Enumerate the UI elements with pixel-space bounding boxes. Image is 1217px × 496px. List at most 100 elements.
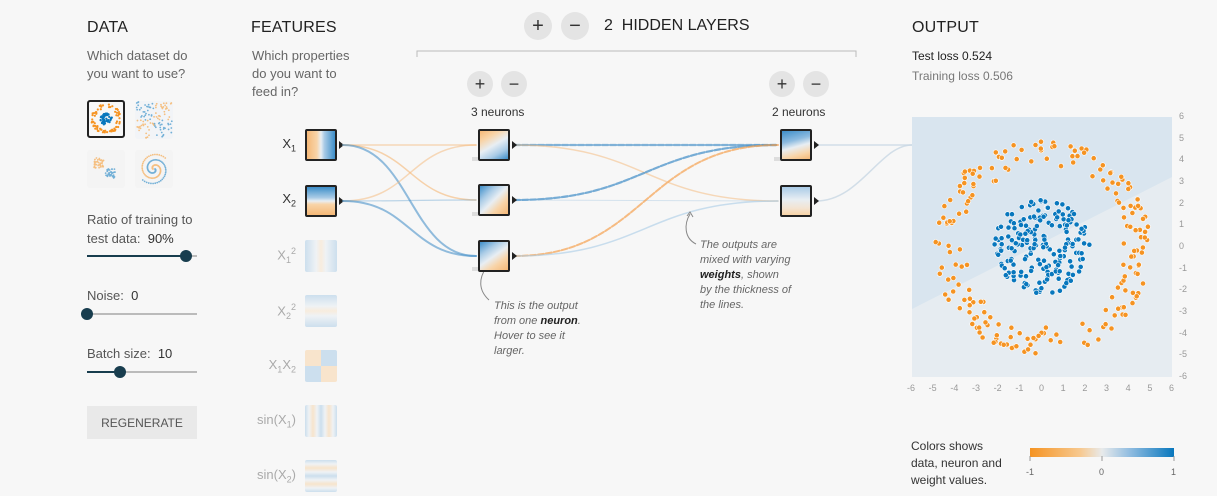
feature-x2-base: X [282, 191, 291, 206]
weights-annotation: The outputs are mixed with varying weigh… [700, 238, 791, 313]
thumbnail-dot [144, 104, 146, 106]
scatter-point-orange [1141, 234, 1148, 241]
scatter-point-blue [1028, 199, 1035, 205]
data-question-line1: Which dataset do [87, 48, 188, 63]
hidden-node-1-3[interactable] [478, 240, 510, 272]
feature-label-sin-x1: sin(X1) [236, 412, 296, 430]
scatter-point-blue [1041, 236, 1048, 243]
thumbnail-dot [160, 131, 163, 134]
regenerate-button[interactable]: REGENERATE [87, 406, 197, 439]
batch-slider-thumb[interactable] [114, 366, 126, 378]
scatter-point-orange [1107, 170, 1114, 176]
thumbnail-dot [147, 105, 149, 108]
scatter-point-orange [1016, 330, 1023, 337]
hidden-node-1-3-bias[interactable] [472, 267, 478, 271]
scatter-point-orange [956, 210, 962, 217]
weights-annotation-line4: by the thickness of [700, 284, 792, 296]
feature-node-x2[interactable] [305, 185, 337, 217]
scatter-point-orange [1047, 337, 1054, 344]
thumbnail-dot [101, 131, 105, 134]
thumbnail-dot [90, 121, 93, 124]
noise-slider-thumb[interactable] [81, 308, 93, 320]
weights-annotation-bold: weights [700, 269, 741, 281]
scatter-point-blue [1065, 205, 1071, 212]
scatter-point-orange [932, 239, 939, 245]
thumbnail-dot [163, 163, 165, 166]
thumbnail-dot [98, 166, 100, 169]
y-tick-label: 6 [1179, 111, 1185, 121]
scatter-point-orange [1018, 147, 1025, 153]
thumbnail-dot [164, 170, 167, 172]
hidden-node-1-1-bias[interactable] [472, 157, 478, 161]
thumbnail-dot [118, 112, 121, 116]
layer2-remove-neuron-button[interactable]: − [803, 71, 829, 97]
output-heatmap[interactable] [912, 117, 1172, 377]
scatter-point-orange [1138, 249, 1145, 256]
thumbnail-dot [108, 169, 111, 171]
add-layer-button[interactable]: + [524, 12, 552, 40]
thumbnail-dot [145, 181, 148, 184]
y-tick-label: -3 [1179, 306, 1188, 316]
scatter-point-blue [1035, 207, 1042, 214]
thumbnail-dot [115, 120, 119, 123]
dataset-circle-button[interactable] [87, 100, 125, 138]
thumbnail-dot [97, 161, 100, 164]
scatter-point-blue [1041, 257, 1047, 264]
scatter-point-blue [1005, 233, 1012, 240]
hidden-node-1-2-bias[interactable] [472, 212, 478, 216]
batch-slider-fill [87, 371, 120, 373]
scatter-point-blue [1055, 262, 1061, 268]
scatter-point-blue [1062, 244, 1068, 251]
hidden-node-2-1[interactable] [780, 129, 812, 161]
thumbnail-dot [138, 129, 141, 132]
x-tick-label: 3 [1104, 383, 1110, 393]
thumbnail-dot [145, 174, 147, 177]
scatter-point-orange [1118, 173, 1125, 180]
thumbnail-dot [105, 131, 109, 134]
layer2-add-neuron-button[interactable]: + [769, 71, 795, 97]
x-tick-label: -1 [1015, 383, 1024, 393]
feature-node-sin-x2[interactable] [305, 460, 337, 492]
feature-node-x2-squared[interactable] [305, 295, 337, 327]
scatter-point-orange [1032, 350, 1039, 357]
circle-dataset-icon [90, 103, 121, 134]
thumbnail-dot [113, 168, 116, 171]
thumbnail-dot [167, 128, 170, 131]
scatter-point-orange [970, 181, 977, 187]
hidden-node-2-2[interactable] [780, 185, 812, 217]
feature-node-sin-x1[interactable] [305, 405, 337, 437]
batch-slider-track[interactable] [87, 371, 197, 373]
feature-node-x1x2[interactable] [305, 350, 337, 382]
x-tick-label: 5 [1147, 383, 1153, 393]
features-question-line2: do you want to [252, 66, 337, 81]
feature-node-x1-squared[interactable] [305, 240, 337, 272]
remove-layer-button[interactable]: − [561, 12, 589, 40]
dataset-spiral-button[interactable] [135, 150, 173, 188]
noise-slider-track[interactable] [87, 313, 197, 315]
hidden-node-1-1[interactable] [478, 129, 510, 161]
hidden-node-2-1-bias[interactable] [774, 157, 780, 161]
scatter-point-orange [1120, 240, 1127, 247]
thumbnail-dot [151, 102, 154, 105]
scatter-point-orange [1071, 147, 1078, 154]
data-question: Which dataset do you want to use? [87, 47, 187, 83]
thumbnail-dot [114, 128, 117, 131]
layer1-remove-neuron-button[interactable]: − [501, 71, 527, 97]
scatter-point-orange [958, 263, 965, 270]
thumbnail-dot [163, 175, 166, 178]
scatter-point-orange [961, 296, 968, 303]
dataset-xor-button[interactable] [135, 101, 173, 139]
layer1-add-neuron-button[interactable]: + [467, 71, 493, 97]
feature-node-x1[interactable] [305, 129, 337, 161]
hidden-node-1-2[interactable] [478, 184, 510, 216]
thumbnail-dot [157, 114, 160, 117]
scatter-point-orange [961, 180, 968, 186]
thumbnail-dot [165, 102, 168, 105]
x-tick-label: -3 [972, 383, 981, 393]
thumbnail-dot [101, 116, 105, 119]
scatter-point-orange [1030, 335, 1037, 341]
scatter-point-blue [995, 251, 1002, 258]
ratio-slider-thumb[interactable] [180, 250, 192, 262]
batch-value: 10 [157, 346, 173, 361]
dataset-gauss-button[interactable] [87, 150, 125, 188]
